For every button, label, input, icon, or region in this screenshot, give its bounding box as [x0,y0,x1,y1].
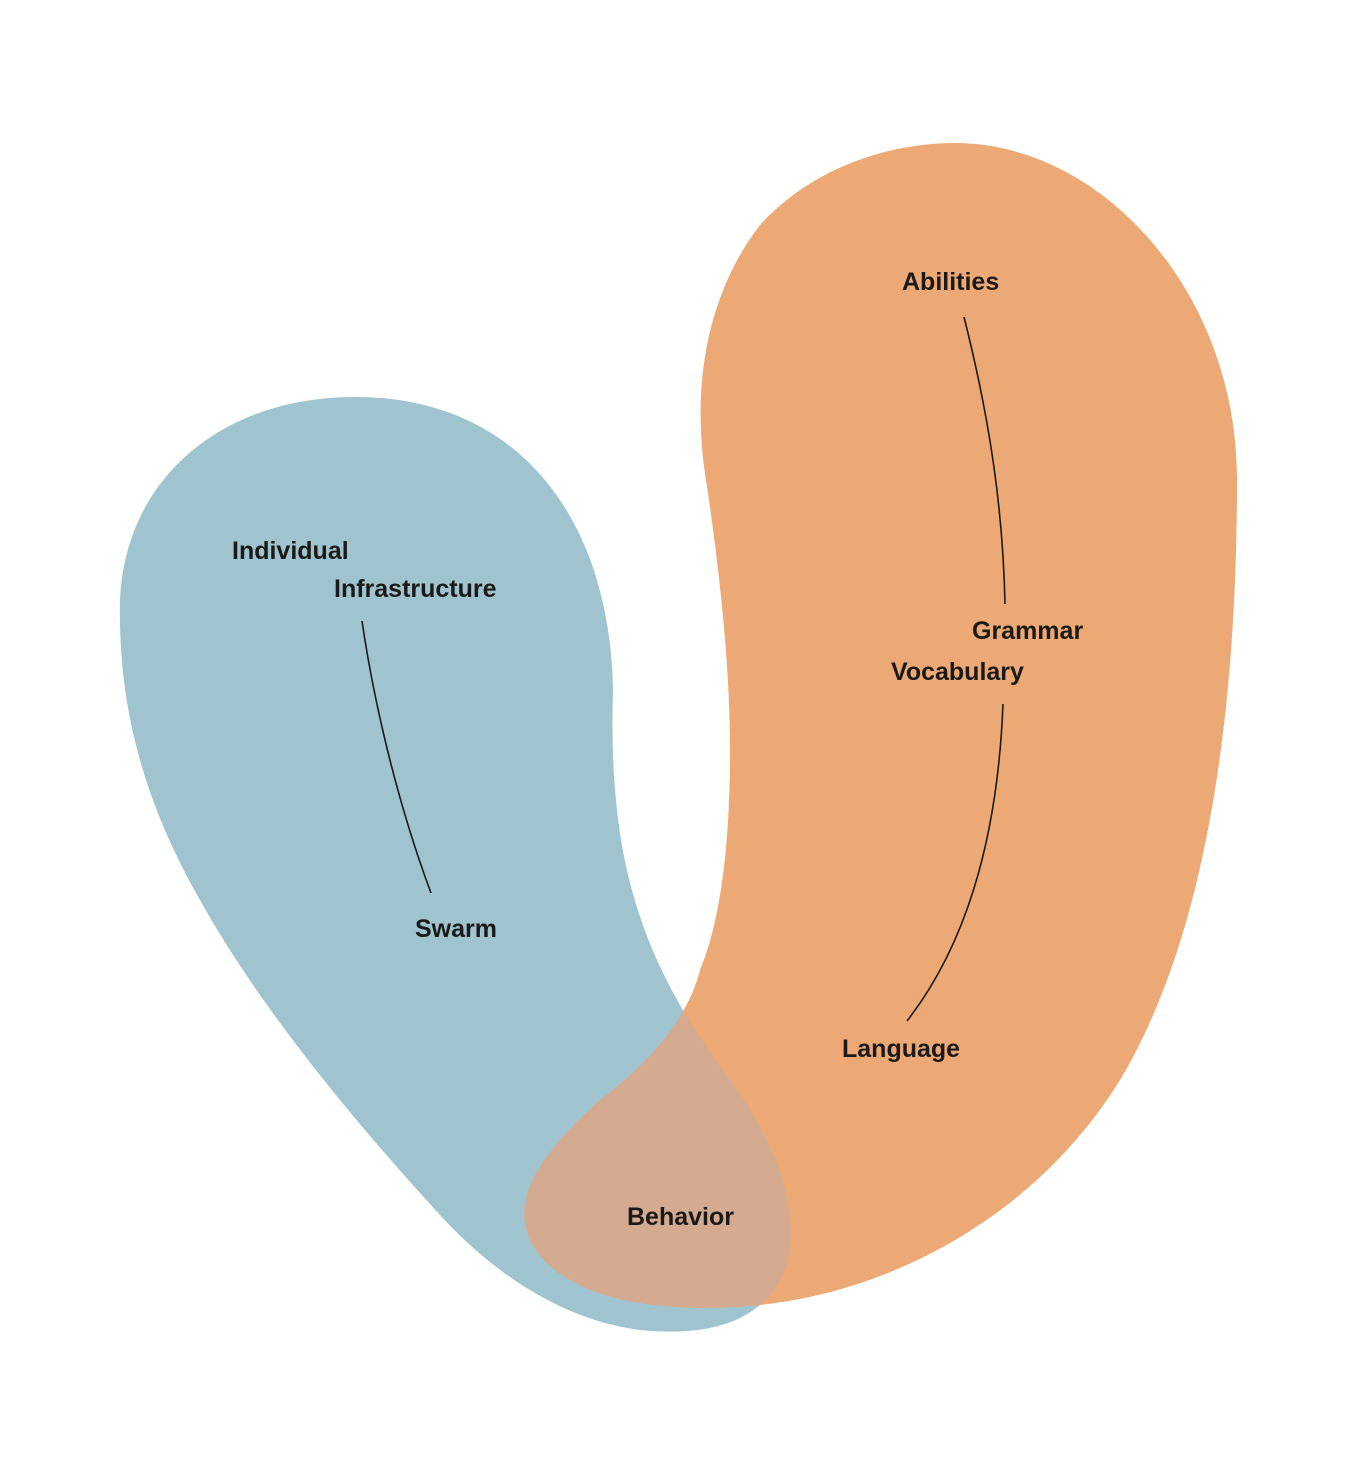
label-abilities: Abilities [902,268,999,296]
label-grammar: Grammar [972,617,1083,645]
connector-vocabulary-language [906,703,1004,1022]
connector-abilities-grammar [963,316,1006,605]
right-blob-region [524,143,1237,1308]
overlap-region [524,397,791,1308]
label-behavior: Behavior [627,1203,734,1231]
connector-infrastructure-swarm [361,620,432,894]
label-infrastructure: Infrastructure [334,575,497,603]
label-individual: Individual [232,537,349,565]
label-swarm: Swarm [415,915,497,943]
label-vocabulary: Vocabulary [891,658,1024,686]
label-language: Language [842,1035,960,1063]
